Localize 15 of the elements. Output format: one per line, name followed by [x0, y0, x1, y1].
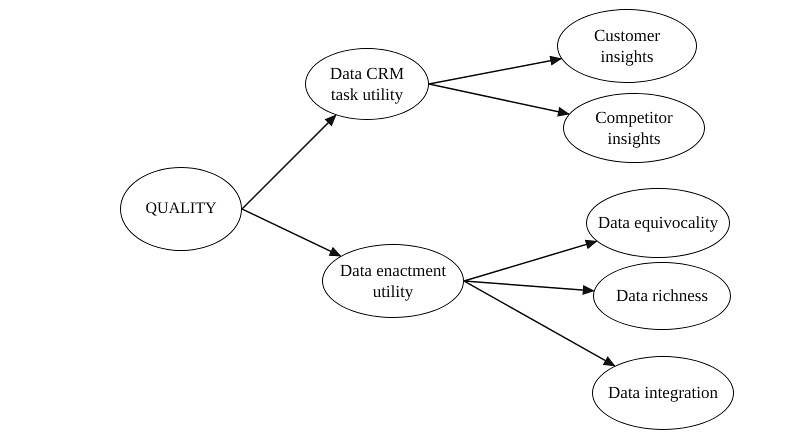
node-label: Competitor insights [594, 106, 674, 150]
arrow [464, 280, 595, 295]
arrow [241, 114, 337, 210]
arrow [428, 83, 570, 117]
node-label: Customer insights [592, 24, 662, 68]
node-label: Data integration [608, 382, 718, 404]
node-label: Data enactment utility [338, 260, 448, 302]
node-label: Data equivocality [598, 212, 718, 234]
arrow [464, 280, 616, 366]
arrow [428, 56, 562, 85]
node-label: Data richness [616, 285, 708, 307]
node-label: Data CRM task utility [328, 62, 406, 106]
arrow [464, 240, 598, 282]
arrow [242, 208, 342, 257]
node-label: QUALITY [145, 199, 217, 219]
